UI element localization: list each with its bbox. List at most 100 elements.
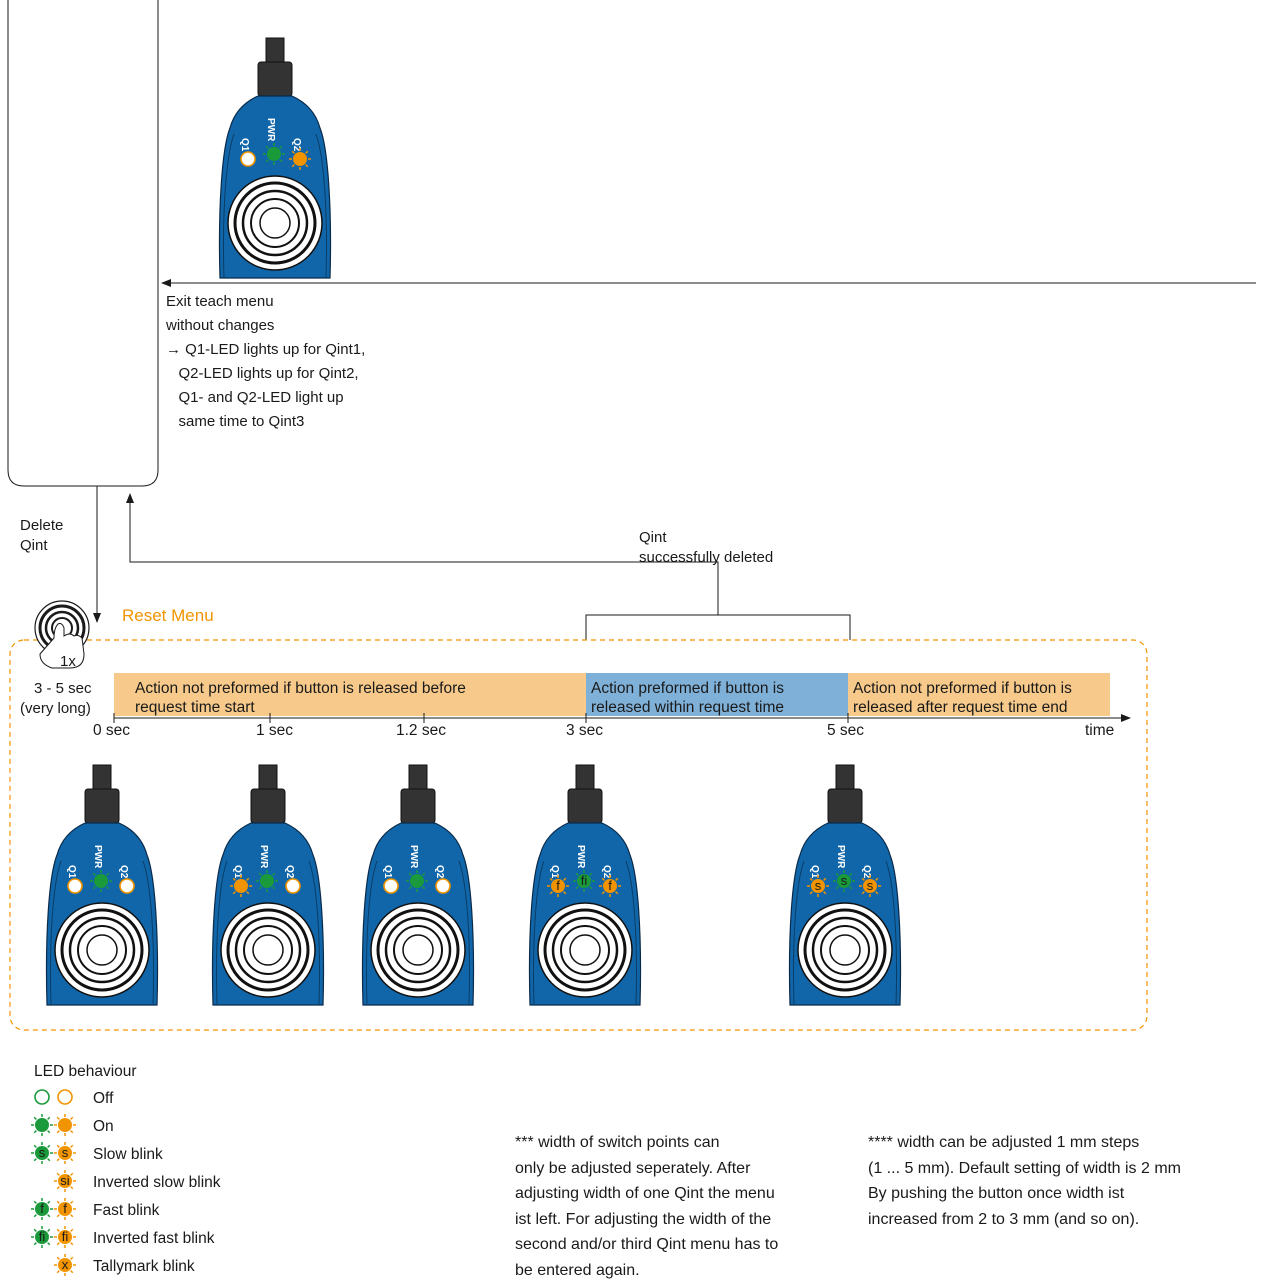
delete-label-2: Qint bbox=[20, 537, 48, 554]
legend-label-off: Off bbox=[93, 1090, 114, 1107]
device-1-sec: Q1 PWR Q2 bbox=[211, 764, 325, 1006]
band-before-text: Action not preformed if button is releas… bbox=[135, 680, 466, 697]
led-q1: f bbox=[547, 875, 569, 897]
legend-row-2: Slow blink bbox=[93, 1146, 163, 1163]
legend-led-orange: x bbox=[54, 1254, 76, 1276]
press-count: 1x bbox=[60, 653, 76, 670]
legend-label-slow: Slow blink bbox=[93, 1146, 163, 1163]
success-path bbox=[126, 493, 719, 615]
tick-4: 5 sec bbox=[827, 713, 864, 739]
q2-label: Q2 bbox=[861, 865, 872, 879]
legend-label-inv-fast: Inverted fast blink bbox=[93, 1230, 215, 1247]
svg-text:Q2-LED lights up for Qint2,: Q2-LED lights up for Qint2, bbox=[166, 365, 359, 382]
legend-led-orange bbox=[57, 1089, 73, 1105]
tick-1: 1 sec bbox=[256, 713, 293, 739]
led-q2: s bbox=[859, 875, 881, 897]
note-width-steps: **** width can be adjusted 1 mm steps (1… bbox=[868, 1134, 1181, 1228]
legend-title: LED behaviour bbox=[34, 1063, 137, 1080]
blink-symbol: s bbox=[841, 873, 848, 888]
led-pwr: s bbox=[833, 870, 855, 892]
q1-label: Q1 bbox=[232, 865, 243, 879]
legend-led-green bbox=[31, 1114, 53, 1136]
svg-text:1 sec: 1 sec bbox=[256, 722, 293, 739]
led-pwr: fi bbox=[573, 870, 595, 892]
legend-row-0: Off bbox=[93, 1090, 114, 1107]
legend-label-on: On bbox=[93, 1118, 114, 1135]
led-q2 bbox=[119, 878, 135, 894]
svg-text:3 sec: 3 sec bbox=[566, 722, 603, 739]
legend-label-tally: Tallymark blink bbox=[93, 1258, 195, 1275]
pwr-label: PWR bbox=[258, 845, 269, 869]
q1-label: Q1 bbox=[382, 865, 393, 879]
axis-label: time bbox=[1085, 722, 1114, 739]
led-q1 bbox=[383, 878, 399, 894]
blink-symbol: si bbox=[60, 1173, 70, 1188]
svg-text:→ Q1-LED lights up for Qint1,: → Q1-LED lights up for Qint1, bbox=[166, 341, 365, 358]
blink-symbol: f bbox=[63, 1201, 67, 1216]
success-label-2: successfully deleted bbox=[639, 549, 773, 566]
blink-symbol: x bbox=[62, 1257, 69, 1272]
legend-led-orange: s bbox=[54, 1142, 76, 1164]
q1-label: Q1 bbox=[239, 138, 250, 152]
band-after bbox=[848, 673, 1110, 716]
tick-2: 1.2 sec bbox=[396, 713, 446, 739]
reset-menu-title: Reset Menu bbox=[122, 606, 214, 625]
legend-led-green bbox=[34, 1089, 50, 1105]
legend-label-inv-slow: Inverted slow blink bbox=[93, 1174, 221, 1191]
legend-led-orange: si bbox=[54, 1170, 76, 1192]
q2-label: Q2 bbox=[284, 865, 295, 879]
reset-menu-box bbox=[9, 639, 1148, 1031]
pwr-label: PWR bbox=[92, 845, 103, 869]
q1-label: Q1 bbox=[549, 865, 560, 879]
svg-text:0 sec: 0 sec bbox=[93, 722, 130, 739]
led-q2 bbox=[435, 878, 451, 894]
legend-row-4: Fast blink bbox=[93, 1202, 160, 1219]
legend-led-green: s bbox=[31, 1142, 53, 1164]
q2-label: Q2 bbox=[434, 865, 445, 879]
led-q1 bbox=[230, 875, 252, 897]
led-q2: f bbox=[599, 875, 621, 897]
q2-label: Q2 bbox=[601, 865, 612, 879]
device-1-2-sec: Q1 PWR Q2 bbox=[361, 764, 475, 1006]
exit-label: Exit teach menu without changes → Q1-LED… bbox=[165, 293, 365, 430]
legend-led-green: f bbox=[31, 1198, 53, 1220]
legend-led-green: fi bbox=[31, 1226, 53, 1248]
duration-label: 3 - 5 sec bbox=[34, 680, 92, 697]
legend-label-fast: Fast blink bbox=[93, 1202, 160, 1219]
blink-symbol: s bbox=[867, 878, 874, 893]
duration-label-2: (very long) bbox=[20, 700, 91, 717]
delete-label: Delete bbox=[20, 517, 63, 534]
band-before bbox=[114, 673, 586, 716]
push-button-icon: 1x bbox=[34, 600, 90, 670]
note-switch-points: *** width of switch points can only be a… bbox=[515, 1134, 779, 1279]
tick-3: 3 sec bbox=[566, 713, 603, 739]
blink-symbol: s bbox=[815, 878, 822, 893]
band-within-text-2: released within request time bbox=[591, 699, 784, 716]
svg-text:Exit teach menu: Exit teach menu bbox=[166, 293, 274, 310]
band-before-text-2: request time start bbox=[135, 699, 255, 716]
band-within-text: Action preformed if button is bbox=[591, 680, 784, 697]
legend-led-orange bbox=[54, 1114, 76, 1136]
legend-led-orange: f bbox=[54, 1198, 76, 1220]
led-q2 bbox=[285, 878, 301, 894]
legend-row-5: Inverted fast blink bbox=[93, 1230, 215, 1247]
blink-symbol: s bbox=[39, 1145, 46, 1160]
blink-symbol: f bbox=[556, 878, 560, 893]
tick-0: 0 sec bbox=[93, 713, 130, 739]
blink-symbol: s bbox=[62, 1145, 69, 1160]
band-after-text: Action not preformed if button is bbox=[853, 680, 1072, 697]
blink-symbol: fi bbox=[581, 873, 588, 888]
pwr-label: PWR bbox=[408, 845, 419, 869]
blink-symbol: f bbox=[608, 878, 612, 893]
svg-text:same time to Qint3: same time to Qint3 bbox=[166, 413, 304, 430]
pwr-label: PWR bbox=[575, 845, 586, 869]
success-label: Qint bbox=[639, 529, 667, 546]
q1-label: Q1 bbox=[66, 865, 77, 879]
blink-symbol: fi bbox=[39, 1229, 46, 1244]
